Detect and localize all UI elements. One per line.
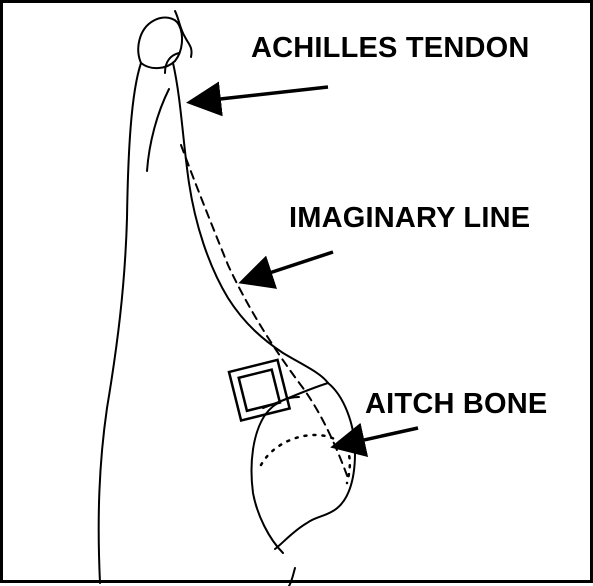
bone-end bbox=[289, 568, 295, 586]
aitch-bone-arrow bbox=[337, 428, 418, 446]
achilles-tendon-label: ACHILLES TENDON bbox=[251, 32, 530, 65]
butt-lower-curve bbox=[252, 397, 300, 553]
hock-outline bbox=[138, 18, 182, 69]
imaginary-line-label: IMAGINARY LINE bbox=[289, 202, 530, 235]
achilles-arrow bbox=[193, 87, 328, 102]
aitch-bone-label: AITCH BONE bbox=[365, 388, 547, 421]
square-marker-outer bbox=[229, 360, 290, 421]
leg-outer-contour bbox=[99, 63, 141, 583]
square-marker-inner bbox=[239, 370, 280, 411]
imaginary-line bbox=[181, 145, 348, 478]
ham-diagram bbox=[3, 3, 593, 586]
imaginary-line-arrow bbox=[245, 252, 333, 281]
aitch-bone-dotted-curve bbox=[261, 435, 350, 483]
shank-inner-line bbox=[147, 89, 169, 171]
tendon-wisp bbox=[175, 11, 192, 57]
